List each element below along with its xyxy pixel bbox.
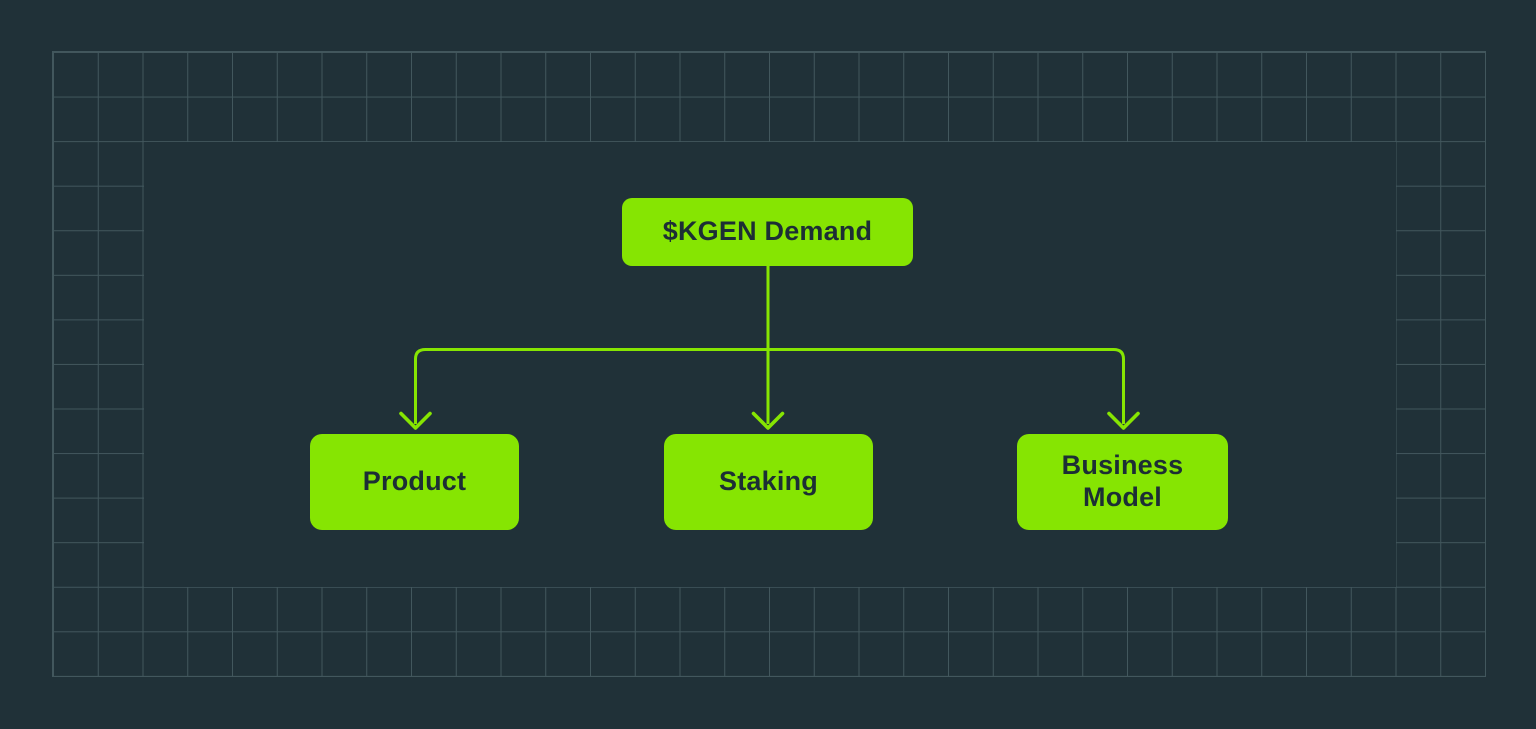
node-product: Product: [310, 434, 519, 530]
grid-background: [52, 51, 1486, 677]
node-staking: Staking: [664, 434, 873, 530]
node-business-model: Business Model: [1017, 434, 1228, 530]
node-business-model-label: Business Model: [1061, 450, 1184, 512]
node-kgen-demand: $KGEN Demand: [622, 198, 913, 266]
node-staking-label: Staking: [719, 466, 818, 497]
node-product-label: Product: [362, 466, 467, 497]
node-kgen-demand-label: $KGEN Demand: [662, 216, 873, 247]
